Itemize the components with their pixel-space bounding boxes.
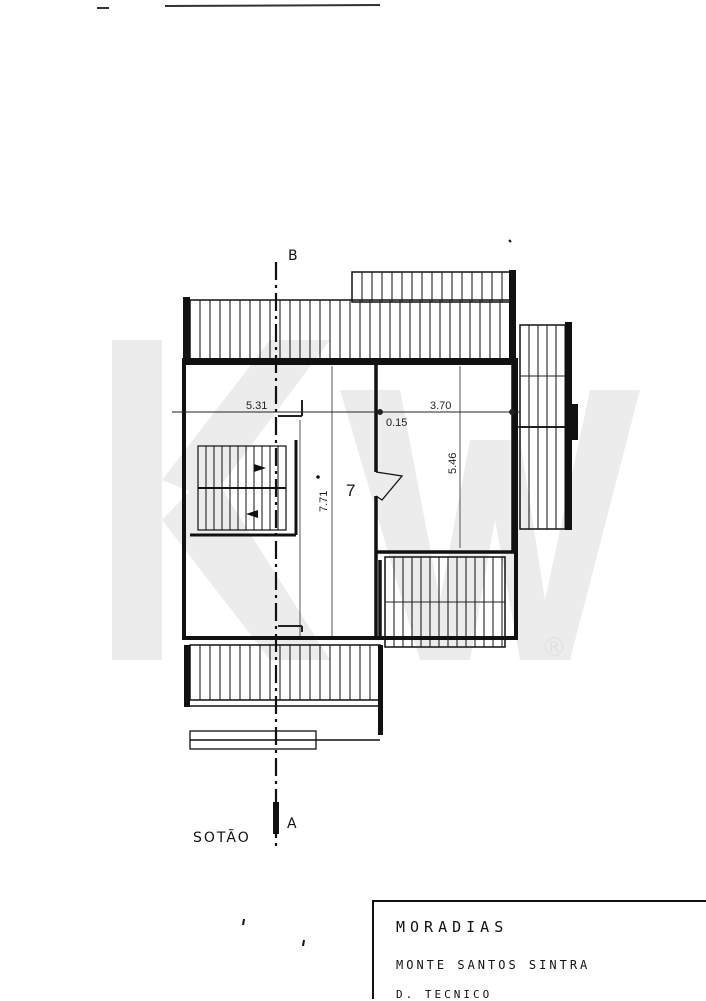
heavy-walls: [183, 270, 578, 735]
stair-treads: [205, 446, 279, 530]
stair-arrow-down: [246, 510, 258, 518]
stair-arrow-up: [254, 464, 266, 472]
watermark-logo: [112, 340, 640, 660]
title-line-3: D. TECNICO: [396, 988, 493, 1001]
section-marker-a: [273, 802, 279, 834]
walls: [182, 358, 518, 640]
interior-lines: [299, 366, 461, 636]
point-mark: [316, 475, 320, 479]
dim-height-right: 5.46: [447, 453, 459, 474]
dimension-lines: [172, 400, 520, 632]
section-label-b: B: [288, 248, 298, 264]
balcony: [189, 705, 380, 750]
door-swing: [375, 471, 404, 501]
dim-height-left: 7.71: [318, 491, 330, 512]
title-block: MORADIAS MONTE SANTOS SINTRA D. TECNICO: [372, 900, 706, 1001]
watermark-registered: ®: [541, 633, 567, 663]
title-line-2: MONTE SANTOS SINTRA: [396, 958, 591, 972]
floor-label: SOTÃO: [193, 829, 251, 846]
dim-width-right: 3.70: [430, 400, 451, 412]
stray-mark-2: [242, 918, 245, 926]
room-number: 7: [346, 481, 355, 500]
stray-mark-3: [302, 939, 305, 947]
staircase: [197, 445, 287, 531]
top-mark-long: [164, 4, 381, 7]
stray-mark: [508, 239, 512, 243]
title-line-1: MORADIAS: [396, 918, 509, 936]
dim-width-left: 5.31: [246, 400, 267, 412]
section-label-a: A: [287, 816, 297, 832]
dim-wall: 0.15: [386, 417, 407, 429]
